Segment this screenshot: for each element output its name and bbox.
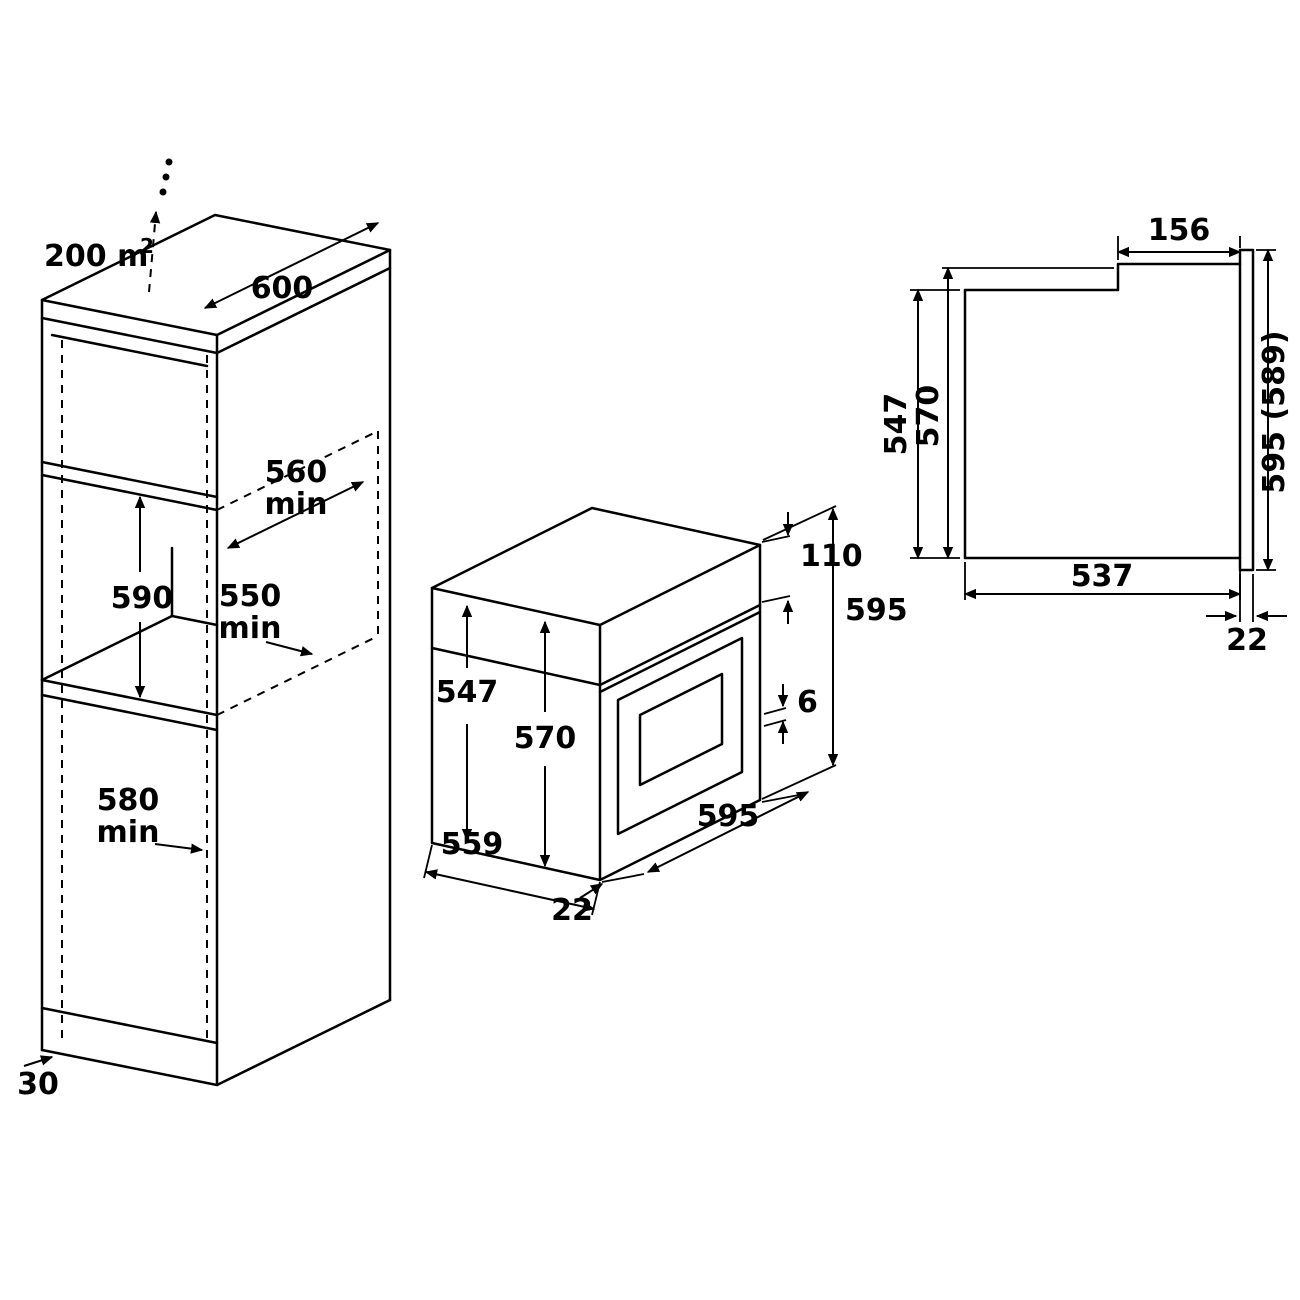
cabinet-view: 200 m 2 600 560 min 590 550 min 580 min … <box>17 158 392 1102</box>
dim-label-oven-595w: 595 <box>697 799 760 834</box>
dim-label-side-570: 570 <box>911 385 946 448</box>
dim-leader-oven-22 <box>579 883 604 899</box>
dim-label-niche-height: 590 <box>111 581 174 616</box>
dim-label-side-547: 547 <box>879 393 914 456</box>
oven-control-panel <box>430 603 762 694</box>
dim-label-side-537: 537 <box>1071 559 1134 594</box>
dim-line-oven-595w <box>646 791 810 873</box>
ventilation-arrow <box>148 210 161 293</box>
ext-side-22 <box>1239 574 1254 622</box>
dim-label-oven-559: 559 <box>441 827 504 862</box>
dim-label-side-595: 595 (589) <box>1257 330 1292 493</box>
dim-qual-niche-560: min <box>265 487 328 522</box>
dim-label-internal-580: 580 <box>97 783 160 818</box>
ventilation-label: 200 m <box>44 239 148 274</box>
dim-leader-niche-550 <box>265 641 314 657</box>
oven-door-window <box>638 672 724 787</box>
side-view: 156 547 570 595 (589) 537 22 <box>879 213 1292 658</box>
dim-line-niche-560 <box>226 481 365 549</box>
oven-top-face <box>430 506 762 627</box>
dim-leader-base-gap <box>23 1055 54 1067</box>
dim-label-side-156: 156 <box>1148 213 1211 248</box>
cabinet-top-face <box>40 213 392 337</box>
dim-label-oven-110: 110 <box>800 539 863 574</box>
dim-line-top-depth <box>203 222 380 309</box>
dim-label-oven-6: 6 <box>797 685 818 720</box>
dim-label-oven-570: 570 <box>514 721 577 756</box>
oven-body-edges <box>430 543 762 882</box>
cabinet-hidden-lines <box>61 340 379 1045</box>
cabinet-niche-interior <box>40 546 219 682</box>
dim-label-oven-547: 547 <box>436 675 499 710</box>
dim-label-oven-22: 22 <box>551 893 593 928</box>
sideview-door <box>1238 248 1255 572</box>
dim-label-oven-595h: 595 <box>845 593 908 628</box>
dim-label-base-gap: 30 <box>17 1067 59 1102</box>
ventilation-exponent: 2 <box>140 234 154 258</box>
ext-oven-110 <box>761 535 791 603</box>
sideview-body-outline <box>963 262 1242 560</box>
cabinet-front-lines <box>40 333 219 1045</box>
dim-qual-niche-550: min <box>219 611 282 646</box>
oven-view: 547 570 110 595 6 595 559 22 <box>423 505 908 928</box>
cabinet-bottom-edges <box>40 998 392 1087</box>
dim-line-oven-559 <box>424 869 596 912</box>
dim-label-niche-550: 550 <box>219 579 282 614</box>
dim-label-side-22: 22 <box>1226 623 1268 658</box>
dim-leader-internal-580 <box>154 843 204 854</box>
airflow-dots <box>159 158 173 196</box>
cabinet-vertical-edges <box>40 248 392 1087</box>
dim-label-niche-560: 560 <box>265 455 328 490</box>
dim-qual-internal-580: min <box>97 815 160 850</box>
dim-label-top-depth: 600 <box>251 271 314 306</box>
oven-door <box>616 636 744 836</box>
